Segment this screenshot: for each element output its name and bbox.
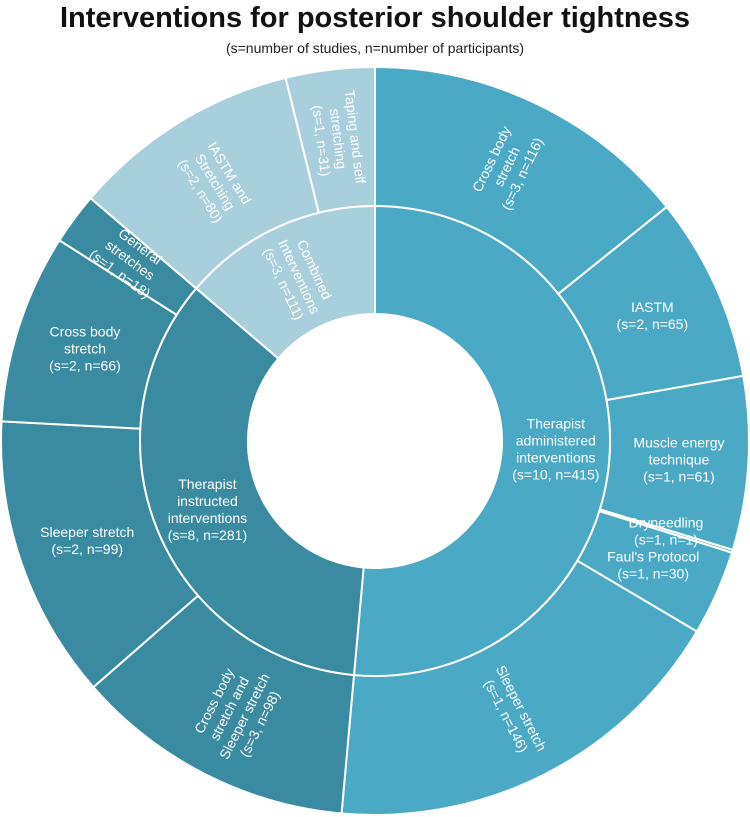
inner-ring	[139, 204, 611, 677]
inner-segment-combined-interventions	[194, 204, 376, 360]
outer-label-iastm: IASTM(s=2, n=65)	[617, 299, 689, 332]
outer-label-faul-s-protocol: Faul's Protocol(s=1, n=30)	[607, 548, 699, 581]
inner-segment-therapist-administered-interventions	[352, 204, 611, 677]
chart-subtitle: (s=number of studies, n=number of partic…	[225, 40, 525, 56]
outer-label-dryneedling: Dryneedling(s=1, n=1)	[629, 514, 704, 547]
inner-segment-therapist-instructed-interventions	[139, 287, 365, 677]
outer-label-sleeper-stretch: Sleeper stretch(s=2, n=99)	[40, 524, 134, 557]
outer-ring	[0, 65, 750, 816]
chart-title: Interventions for posterior shoulder tig…	[59, 2, 690, 34]
